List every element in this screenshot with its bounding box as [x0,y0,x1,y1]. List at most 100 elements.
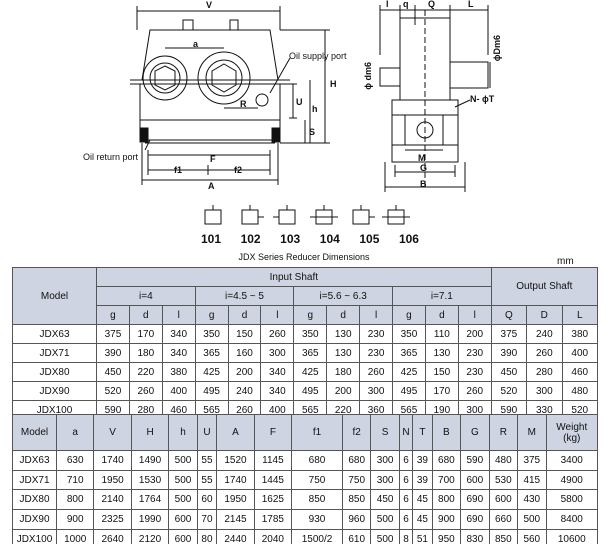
table-cell: 280 [526,362,563,382]
table-cell: 5800 [545,489,599,511]
table-cell: 55 [196,450,218,471]
table-cell: 900 [431,509,462,530]
model-cell: JDX100 [12,528,57,544]
table-cell: 610 [341,528,372,544]
table-cell: 900 [55,509,95,530]
table-cell: 380 [161,362,196,382]
table-cell: 6 [398,509,414,530]
table-cell: 230 [457,362,492,382]
table-cell: 1740 [93,450,132,471]
table-cell: 150 [227,324,262,344]
oil-supply-label: Oil supply port [289,51,347,61]
table-cell: 260 [457,381,492,401]
table-cell: 400 [561,343,598,363]
table-cell: 8400 [545,509,599,530]
column-header: g [293,305,328,325]
table-cell: 350 [194,324,229,344]
shaft-dimensions-table: Model Input Shaft Output Shaft i=4 i=4.5… [12,267,599,420]
dim-l: l [386,0,389,9]
code-102: 102 [240,232,261,246]
column-header: F [253,414,293,451]
table-cell: 495 [293,381,328,401]
table-cell: 520 [490,381,528,401]
unit-label: mm [557,256,574,267]
column-header: f2 [341,414,372,451]
dim-F: F [210,154,216,164]
table-cell: 380 [561,324,598,344]
table-cell: 1490 [130,450,170,471]
model-cell: JDX71 [12,343,97,363]
table-cell: 600 [488,489,519,511]
table-cell: 530 [488,469,519,491]
table-cell: 170 [128,324,163,344]
table-cell: 600 [460,469,490,491]
table-cell: 750 [291,469,343,491]
table-cell: 130 [326,324,361,344]
table-cell: 2145 [216,509,255,530]
table-cell: 850 [341,489,372,511]
table-cell: 39 [412,469,433,491]
table-cell: 3400 [545,450,599,471]
column-header: V [93,414,132,451]
table-cell: 80 [196,528,218,544]
table-cell: 1445 [253,469,293,491]
column-header: f1 [291,414,343,451]
table-cell: 340 [260,362,295,382]
table-cell: 340 [161,324,196,344]
table-cell: 500 [370,528,400,544]
table-cell: 2325 [93,509,132,530]
column-header: d [424,305,459,325]
column-header: g [194,305,229,325]
column-header: a [55,414,95,451]
ratio-header: i=4 [96,286,196,306]
table-cell: 800 [431,489,462,511]
column-header: B [431,414,462,451]
table-cell: 710 [55,469,95,491]
table-cell: 600 [168,509,198,530]
input-shaft-header: Input Shaft [96,267,492,287]
column-header: g [392,305,426,325]
table-cell: 1764 [130,489,170,511]
table-cell: 660 [488,509,519,530]
table-cell: 2640 [93,528,132,544]
table-cell: 170 [424,381,459,401]
table-cell: 110 [424,324,459,344]
table-cell: 240 [227,381,262,401]
table-cell: 415 [517,469,547,491]
table-cell: 160 [227,343,262,363]
table-cell: 800 [55,489,95,511]
table-cell: 220 [128,362,163,382]
model-cell: JDX90 [12,381,97,401]
column-header: d [227,305,262,325]
table-cell: 350 [392,324,426,344]
table-cell: 300 [359,381,394,401]
table-cell: 300 [370,450,400,471]
table-cell: 450 [96,362,130,382]
table-cell: 45 [412,489,433,511]
dim-H: H [330,79,337,89]
table-cell: 375 [490,324,528,344]
table-cell: 230 [457,343,492,363]
table-cell: 680 [291,450,343,471]
table-cell: 690 [460,509,490,530]
table-cell: 180 [128,343,163,363]
table-cell: 400 [161,381,196,401]
table-cell: 1740 [216,469,255,491]
dim-Q: Q [428,0,436,9]
table-cell: 150 [424,362,459,382]
dim-f2: f2 [234,165,243,175]
table-cell: 240 [526,324,563,344]
column-header: G [460,414,490,451]
table-cell: 365 [293,343,328,363]
model-cell: JDX63 [12,450,57,471]
table-cell: 495 [194,381,229,401]
table-cell: 600 [168,528,198,544]
table-cell: 4900 [545,469,599,491]
technical-drawing: V a Oil supply port H h U R S Oil return… [0,0,608,267]
table-cell: 230 [359,343,394,363]
column-header: T [412,414,433,451]
